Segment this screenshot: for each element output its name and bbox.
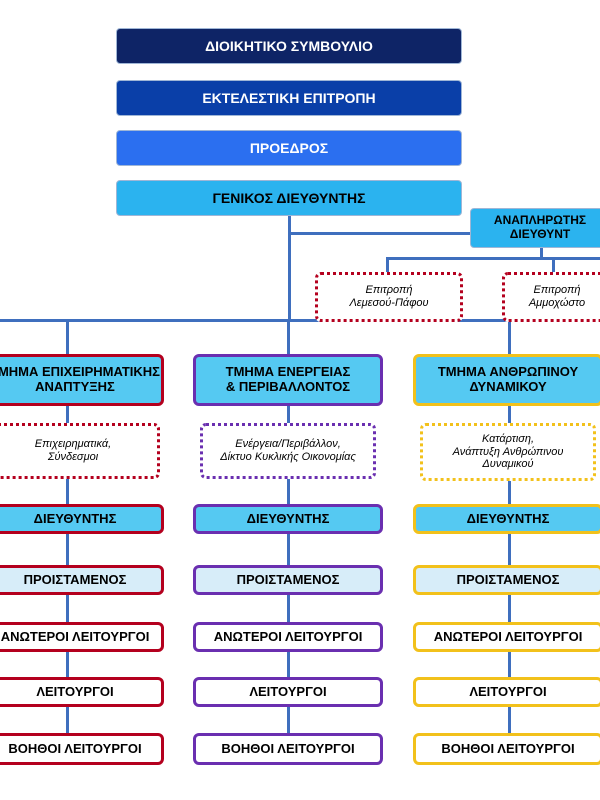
deputy-down-line	[540, 248, 543, 259]
head-box: ΠΡΟΙΣΤΑΜΕΝΟΣ	[193, 565, 383, 595]
department-title-line1: ΤΜΗΜΑ ΑΝΘΡΩΠΙΝΟΥ	[437, 364, 579, 380]
officers-box: ΛΕΙΤΟΥΡΓΟΙ	[0, 677, 164, 707]
director-box: ΔΙΕΥΘΥΝΤΗΣ	[193, 504, 383, 534]
department-title-box: ΤΜΗΜΑ ΕΠΙΧΕΙΡΗΜΑΤΙΚΗΣ ΑΝΑΠΤΥΞΗΣ	[0, 354, 164, 406]
department-title-line2: ΔΥΝΑΜΙΚΟΥ	[469, 379, 547, 394]
department-subunit-box: Κατάρτιση, Ανάπτυξη Ανθρώπινου Δυναμικού	[420, 423, 596, 481]
officers-box: ΛΕΙΤΟΥΡΓΟΙ	[193, 677, 383, 707]
committee-box: Επιτροπή Λεμεσού-Πάφου	[315, 272, 463, 322]
department-subunit-line2: Σύνδεσμοι	[47, 451, 99, 463]
dept-1-drop-line	[66, 319, 69, 355]
committee-line2: Λεμεσού-Πάφου	[349, 297, 429, 309]
department-title-line2: ΑΝΑΠΤΥΞΗΣ	[35, 379, 115, 394]
department-subunit-line2: Ανάπτυξη Ανθρώπινου	[452, 445, 564, 458]
assistant-officers-box: ΒΟΗΘΟΙ ΛΕΙΤΟΥΡΓΟΙ	[413, 733, 600, 765]
executive-committee-box: ΕΚΤΕΛΕΣΤΙΚΗ ΕΠΙΤΡΟΠΗ	[116, 80, 462, 116]
deputy-connector-line	[288, 232, 470, 235]
dept-2-drop-line	[287, 319, 290, 355]
department-title-line1: ΤΜΗΜΑ ΕΝΕΡΓΕΙΑΣ	[225, 364, 351, 380]
committee-bar-line	[386, 257, 600, 260]
department-subunit-line1: Επιχειρηματικά,	[34, 438, 112, 451]
department-title-box: ΤΜΗΜΑ ΑΝΘΡΩΠΙΝΟΥ ΔΥΝΑΜΙΚΟΥ	[413, 354, 600, 406]
committee-2-drop-line	[552, 257, 555, 273]
dept-3-drop-line	[508, 319, 511, 355]
senior-officers-box: ΑΝΩΤΕΡΟΙ ΛΕΙΤΟΥΡΓΟΙ	[0, 622, 164, 652]
committee-line1: Επιτροπή	[533, 284, 581, 297]
department-title-line1: ΤΜΗΜΑ ΕΠΙΧΕΙΡΗΜΑΤΙΚΗΣ	[0, 364, 160, 380]
department-subunit-box: Επιχειρηματικά, Σύνδεσμοι	[0, 423, 160, 479]
senior-officers-box: ΑΝΩΤΕΡΟΙ ΛΕΙΤΟΥΡΓΟΙ	[413, 622, 600, 652]
assistant-officers-box: ΒΟΗΘΟΙ ΛΕΙΤΟΥΡΓΟΙ	[193, 733, 383, 765]
trunk-line	[288, 215, 291, 320]
head-box: ΠΡΟΙΣΤΑΜΕΝΟΣ	[0, 565, 164, 595]
department-subunit-line2: Δίκτυο Κυκλικής Οικονομίας	[220, 451, 356, 463]
board-box: ΔΙΟΙΚΗΤΙΚΟ ΣΥΜΒΟΥΛΙΟ	[116, 28, 462, 64]
deputy-director-line1: ΑΝΑΠΛΗΡΩΤΗΣ	[493, 213, 587, 228]
committee-line1: Επιτροπή	[365, 284, 413, 297]
general-director-box: ΓΕΝΙΚΟΣ ΔΙΕΥΘΥΝΤΗΣ	[116, 180, 462, 216]
departments-bar-line	[0, 319, 600, 322]
department-subunit-line1: Κατάρτιση,	[481, 433, 535, 446]
senior-officers-box: ΑΝΩΤΕΡΟΙ ΛΕΙΤΟΥΡΓΟΙ	[193, 622, 383, 652]
deputy-director-line2: ΔΙΕΥΘΥΝΤ	[509, 227, 571, 241]
department-subunit-box: Ενέργεια/Περιβάλλον, Δίκτυο Κυκλικής Οικ…	[200, 423, 376, 479]
deputy-director-box: ΑΝΑΠΛΗΡΩΤΗΣ ΔΙΕΥΘΥΝΤ	[470, 208, 600, 248]
department-subunit-line3: Δυναμικού	[482, 458, 534, 471]
assistant-officers-box: ΒΟΗΘΟΙ ΛΕΙΤΟΥΡΓΟΙ	[0, 733, 164, 765]
department-title-line2: & ΠΕΡΙΒΑΛΛΟΝΤΟΣ	[225, 379, 351, 394]
director-box: ΔΙΕΥΘΥΝΤΗΣ	[0, 504, 164, 534]
department-subunit-line1: Ενέργεια/Περιβάλλον,	[235, 438, 341, 451]
committee-1-drop-line	[386, 257, 389, 273]
head-box: ΠΡΟΙΣΤΑΜΕΝΟΣ	[413, 565, 600, 595]
chairman-box: ΠΡΟΕΔΡΟΣ	[116, 130, 462, 166]
committee-line2: Αμμοχώστο	[528, 297, 586, 309]
committee-box: Επιτροπή Αμμοχώστο	[502, 272, 600, 322]
director-box: ΔΙΕΥΘΥΝΤΗΣ	[413, 504, 600, 534]
department-title-box: ΤΜΗΜΑ ΕΝΕΡΓΕΙΑΣ & ΠΕΡΙΒΑΛΛΟΝΤΟΣ	[193, 354, 383, 406]
officers-box: ΛΕΙΤΟΥΡΓΟΙ	[413, 677, 600, 707]
